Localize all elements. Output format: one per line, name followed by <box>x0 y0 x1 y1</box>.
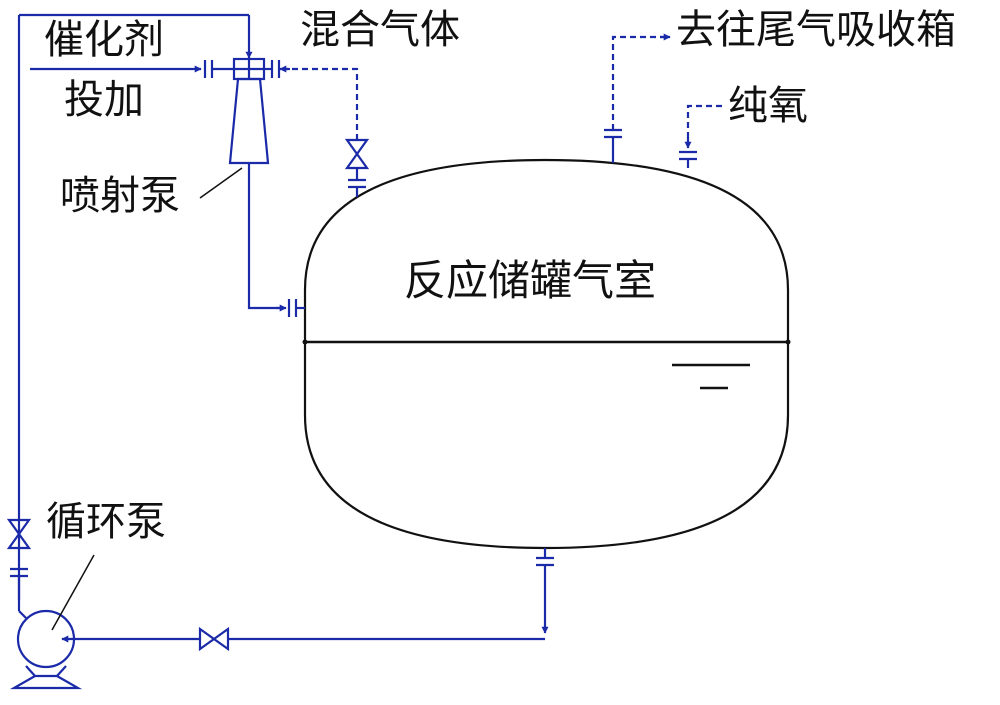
tail-gas-destination-label: 去往尾气吸收箱 <box>676 7 956 53</box>
catalyst-feed-line <box>30 60 234 78</box>
vessel-label: 反应储罐气室 <box>404 256 657 305</box>
recirculation-line <box>17 13 253 600</box>
leader-lines <box>51 167 243 631</box>
tank-outlet-line <box>61 548 554 652</box>
jet-pump-discharge-line <box>247 163 305 317</box>
mixed-gas-line <box>279 65 370 197</box>
tail-gas-line <box>604 33 671 163</box>
oxygen-feed-line <box>679 104 722 168</box>
circulation-pump-label: 循环泵 <box>46 499 166 545</box>
circulation-pump <box>6 518 83 690</box>
jet-pump-label: 喷射泵 <box>60 173 180 219</box>
gas-valve <box>344 138 370 170</box>
pure-oxygen-label: 纯氧 <box>728 83 808 129</box>
jet-pump <box>228 57 281 165</box>
liquid-level-symbol <box>672 363 750 390</box>
catalyst-label-line1: 催化剂 <box>44 17 164 63</box>
discharge-valve <box>6 518 32 550</box>
suction-valve <box>198 626 230 652</box>
reaction-tank <box>302 158 791 550</box>
mixed-gas-label: 混合气体 <box>300 7 460 53</box>
catalyst-label-line2: 投加 <box>64 77 144 123</box>
tank-outline <box>303 158 790 550</box>
